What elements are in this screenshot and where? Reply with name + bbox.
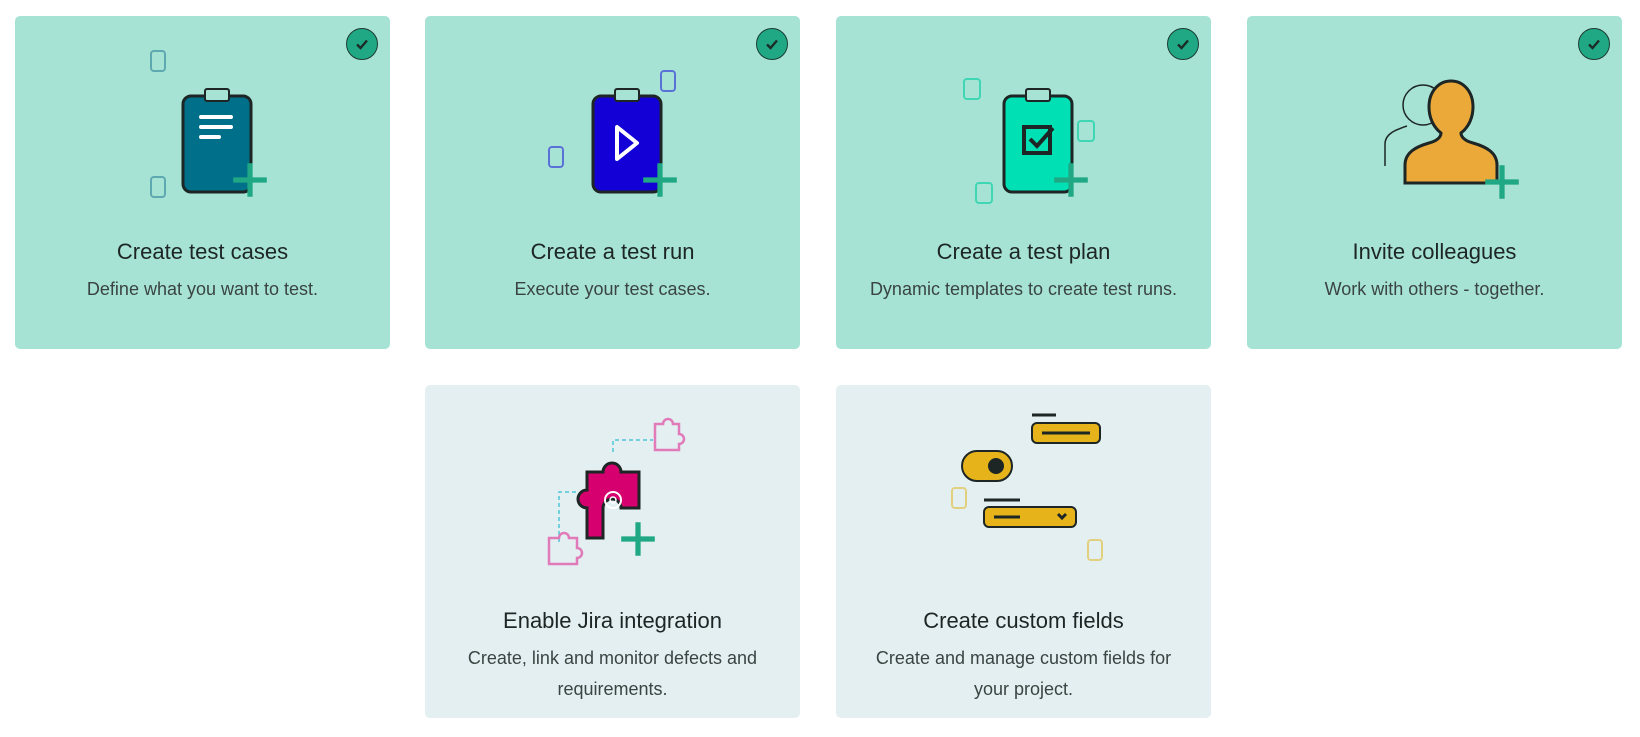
card-create-test-run[interactable]: Create a test run Execute your test case… xyxy=(425,16,800,349)
card-create-test-cases[interactable]: Create test cases Define what you want t… xyxy=(15,16,390,349)
clipboard-list-icon xyxy=(15,41,390,211)
completed-check-icon xyxy=(756,28,788,60)
card-title: Create a test plan xyxy=(936,239,1111,264)
card-enable-jira-integration[interactable]: Enable Jira integration Create, link and… xyxy=(425,385,800,718)
card-create-test-plan[interactable]: Create a test plan Dynamic templates to … xyxy=(836,16,1211,349)
completed-check-icon xyxy=(1578,28,1610,60)
card-description: Define what you want to test. xyxy=(86,279,319,299)
completed-check-icon xyxy=(346,28,378,60)
card-title: Create a test run xyxy=(530,239,695,264)
card-title: Create test cases xyxy=(116,239,289,264)
card-title: Create custom fields xyxy=(923,608,1124,633)
puzzle-gear-icon xyxy=(425,410,800,580)
card-description: Dynamic templates to create test runs. xyxy=(869,279,1178,299)
card-title: Invite colleagues xyxy=(1352,239,1517,264)
card-title: Enable Jira integration xyxy=(503,608,722,633)
completed-check-icon xyxy=(1167,28,1199,60)
card-description: Work with others - together. xyxy=(1324,279,1545,299)
card-description: Create and manage custom fields for your… xyxy=(875,648,1172,699)
form-fields-icon xyxy=(836,410,1211,580)
user-add-icon xyxy=(1247,41,1622,211)
card-create-custom-fields[interactable]: Create custom fields Create and manage c… xyxy=(836,385,1211,718)
card-description: Execute your test cases. xyxy=(514,279,711,299)
clipboard-check-icon xyxy=(836,41,1211,211)
card-invite-colleagues[interactable]: Invite colleagues Work with others - tog… xyxy=(1247,16,1622,349)
clipboard-play-icon xyxy=(425,41,800,211)
card-description: Create, link and monitor defects and req… xyxy=(467,648,758,699)
